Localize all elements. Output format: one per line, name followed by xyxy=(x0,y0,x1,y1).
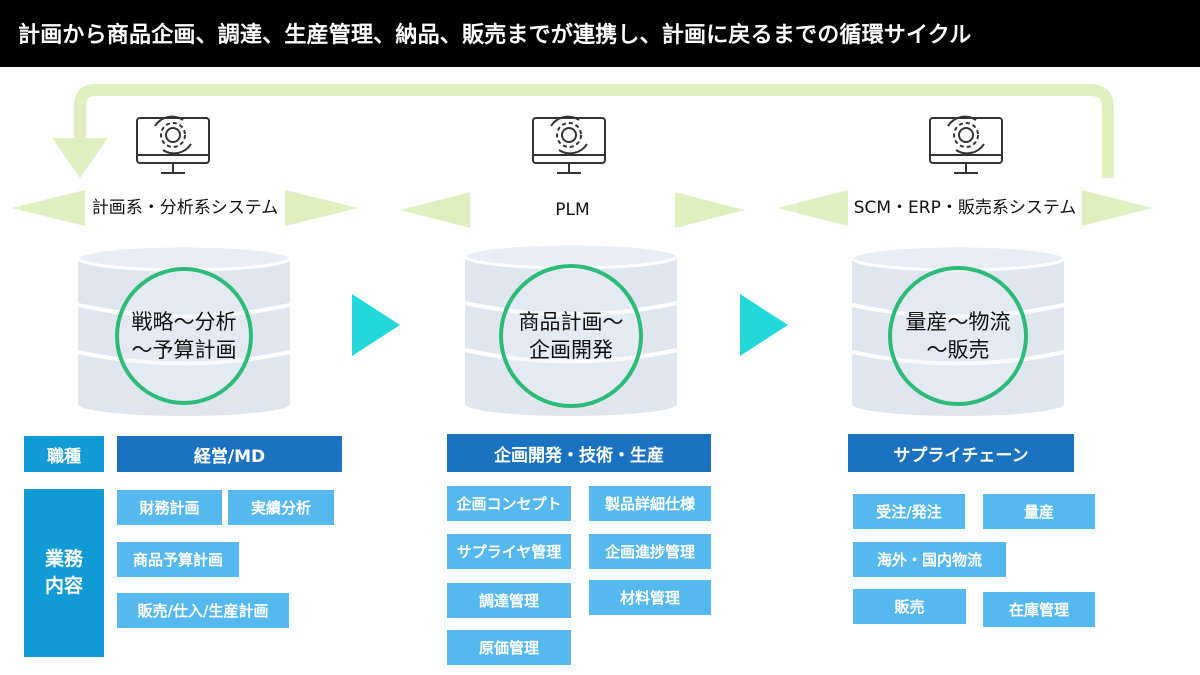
database-icon xyxy=(76,244,292,416)
task-box: 海外・国内物流 xyxy=(853,542,1006,577)
task-box: 調達管理 xyxy=(447,583,571,618)
system-arrow-3-right xyxy=(1082,190,1152,226)
title-bar xyxy=(0,0,1200,67)
system-arrow-2-right xyxy=(675,192,745,228)
phase-ring xyxy=(115,267,253,405)
task-box: 量産 xyxy=(983,494,1095,529)
task-box: 企画進捗管理 xyxy=(589,534,711,569)
task-box: 材料管理 xyxy=(589,580,711,615)
database-icon xyxy=(850,244,1066,416)
system-arrow-3 xyxy=(778,190,848,226)
task-box: 実績分析 xyxy=(228,490,334,525)
task-box: 財務計画 xyxy=(117,490,222,525)
task-box: サプライヤ管理 xyxy=(447,534,571,569)
phase-label-line: 商品計画〜 xyxy=(518,310,624,334)
loop-arrow-head xyxy=(52,138,108,178)
system-arrow-1-right xyxy=(285,190,358,226)
role-legend-box: 職種 xyxy=(24,436,104,472)
phase-ring xyxy=(888,266,1028,406)
phase-ring xyxy=(499,264,643,408)
phase-label-line: 〜販売 xyxy=(926,338,990,362)
phase-label-line: 〜予算計画 xyxy=(131,338,237,362)
monitor-gear-icon xyxy=(929,115,1003,174)
task-box: 販売 xyxy=(853,589,966,624)
system-label-plm: PLM xyxy=(470,191,675,229)
system-label-planning: 計画系・分析系システム xyxy=(85,189,285,227)
work-legend-line: 内容 xyxy=(44,575,83,597)
phase-label-line: 企画開発 xyxy=(529,338,613,362)
monitor-gear-icon xyxy=(532,115,606,174)
loop-arrow xyxy=(74,84,1114,178)
phase-label-1: 戦略〜分析 〜予算計画 xyxy=(117,296,251,376)
role-box-management: 経営/MD xyxy=(117,436,342,472)
system-arrow-1 xyxy=(12,190,85,226)
work-legend-line: 業務 xyxy=(44,548,83,570)
task-box: 製品詳細仕様 xyxy=(589,486,711,521)
monitor-gear-icon xyxy=(136,115,210,174)
next-arrow-icon xyxy=(740,294,788,356)
phase-label-3: 量産〜物流 〜販売 xyxy=(890,296,1026,376)
work-legend-box: 業務 内容 xyxy=(24,489,104,657)
system-arrow-2 xyxy=(400,192,470,228)
phase-label-line: 戦略〜分析 xyxy=(131,310,237,334)
task-box: 受注/発注 xyxy=(853,494,965,529)
task-box: 原価管理 xyxy=(447,630,571,665)
next-arrow-icon xyxy=(352,294,400,356)
task-box: 企画コンセプト xyxy=(447,486,571,521)
system-label-scm: SCM・ERP・販売系システム xyxy=(848,189,1082,227)
task-box: 商品予算計画 xyxy=(117,542,239,577)
task-box: 在庫管理 xyxy=(983,592,1095,627)
phase-label-line: 量産〜物流 xyxy=(905,310,1011,334)
role-box-supply-chain: サプライチェーン xyxy=(848,434,1074,472)
page-title: 計画から商品企画、調達、生産管理、納品、販売までが連携し、計画に戻るまでの循環サ… xyxy=(18,23,972,48)
task-box: 販売/仕入/生産計画 xyxy=(117,593,289,628)
role-box-development: 企画開発・技術・生産 xyxy=(447,434,711,472)
phase-label-2: 商品計画〜 企画開発 xyxy=(501,296,641,376)
